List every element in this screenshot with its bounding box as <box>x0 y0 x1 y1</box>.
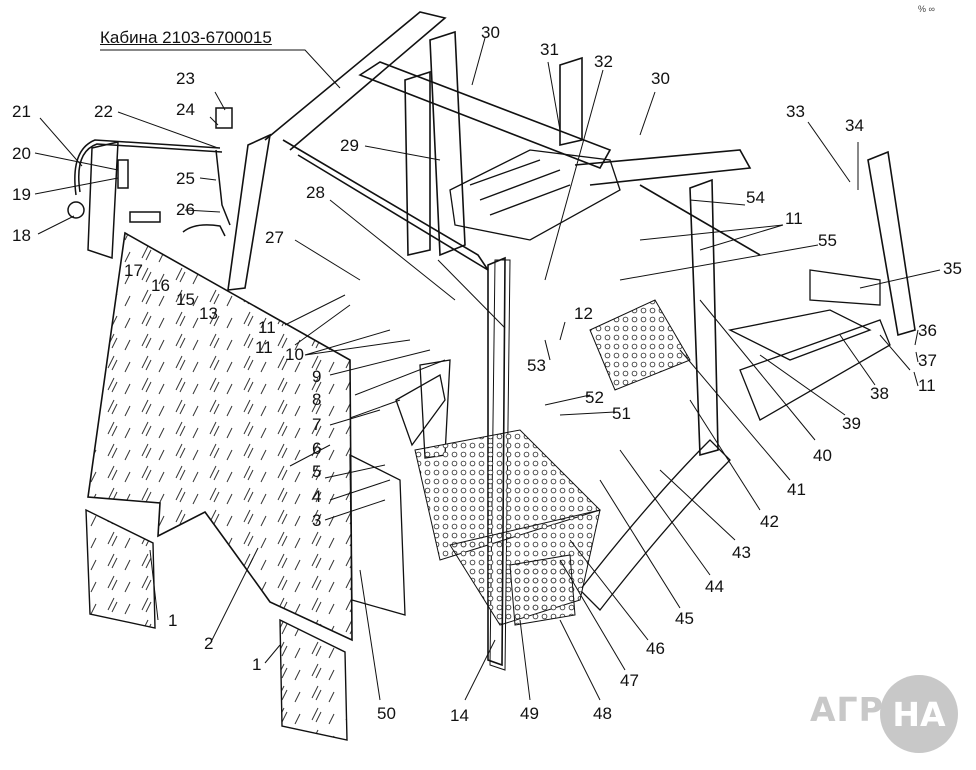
callout-label: 52 <box>585 388 604 407</box>
callout-label: 18 <box>12 226 31 245</box>
callout-label: 41 <box>787 480 806 499</box>
callout-label: 5 <box>312 462 322 481</box>
callout-label: 34 <box>845 116 864 135</box>
callout-label: 2 <box>204 634 214 653</box>
callout-label: 21 <box>12 102 31 121</box>
callout-label: 30 <box>651 69 670 88</box>
callout-label: 9 <box>312 367 322 386</box>
callout-label: 29 <box>340 136 359 155</box>
callout-label: 16 <box>151 276 170 295</box>
callout-label: 1 <box>252 655 262 674</box>
cabin-interior <box>349 149 891 671</box>
perforated-floor-plates <box>414 299 691 626</box>
callout-label: 36 <box>918 321 937 340</box>
callout-label: 50 <box>377 704 396 723</box>
callout-label: 13 <box>199 304 218 323</box>
callout-label: 22 <box>94 102 113 121</box>
small-glass-panels <box>85 508 348 741</box>
drawing-title: Кабина 2103-6700015 <box>100 28 272 47</box>
mirror-assembly <box>67 107 233 260</box>
callout-label: 6 <box>312 439 322 458</box>
callout-label: 49 <box>520 704 539 723</box>
side-glass-panel <box>87 231 353 642</box>
callout-label: 27 <box>265 228 284 247</box>
callout-label: 25 <box>176 169 195 188</box>
callout-label: 45 <box>675 609 694 628</box>
callout-label: 31 <box>540 40 559 59</box>
callout-label: 42 <box>760 512 779 531</box>
callout-label: 54 <box>746 188 765 207</box>
callout-label: 19 <box>12 185 31 204</box>
callout-label: 30 <box>481 23 500 42</box>
corner-mark: % ∞ <box>918 4 935 14</box>
callout-label: 10 <box>285 345 304 364</box>
callout-label: 4 <box>312 487 322 506</box>
callout-label: 8 <box>312 390 322 409</box>
callout-label: 33 <box>786 102 805 121</box>
callout-label: 51 <box>612 404 631 423</box>
watermark-circle-text: НА <box>892 695 946 734</box>
callout-label: 39 <box>842 414 861 433</box>
callout-label: 47 <box>620 671 639 690</box>
callout-label: 38 <box>870 384 889 403</box>
callout-label: 15 <box>176 290 195 309</box>
callout-label: 35 <box>943 259 962 278</box>
callout-label: 23 <box>176 69 195 88</box>
callout-label: 11 <box>255 338 273 357</box>
callout-label: 55 <box>818 231 837 250</box>
callout-label: 44 <box>705 577 724 596</box>
callout-label: 3 <box>312 511 322 530</box>
callout-label: 17 <box>124 261 143 280</box>
callout-label: 37 <box>918 351 937 370</box>
callout-label: 11 <box>918 376 936 395</box>
callout-label: 11 <box>785 209 803 228</box>
callout-label: 1 <box>168 611 178 630</box>
leader-lines <box>34 37 941 701</box>
callout-label: 7 <box>312 415 322 434</box>
callout-label: 12 <box>574 304 593 323</box>
title-leader <box>100 49 341 89</box>
callout-label: 46 <box>646 639 665 658</box>
callout-label: 11 <box>258 318 276 337</box>
callout-label: 32 <box>594 52 613 71</box>
watermark-circle: НА <box>880 675 958 753</box>
callout-label: 48 <box>593 704 612 723</box>
callout-label: 14 <box>450 706 469 725</box>
callout-label: 20 <box>12 144 31 163</box>
callout-label: 43 <box>732 543 751 562</box>
callout-label: 40 <box>813 446 832 465</box>
callout-label: 53 <box>527 356 546 375</box>
callout-label: 24 <box>176 100 195 119</box>
callout-label: 28 <box>306 183 325 202</box>
callout-label: 26 <box>176 200 195 219</box>
